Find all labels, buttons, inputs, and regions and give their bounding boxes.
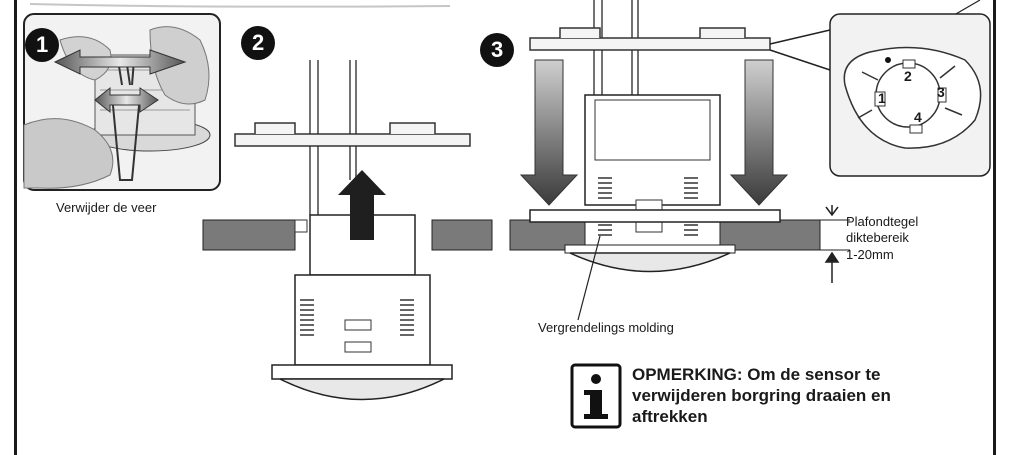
step2-badge (241, 26, 275, 60)
info-icon (570, 363, 622, 429)
ring-position-2: 2 (904, 68, 912, 84)
frame-right-border (993, 0, 996, 455)
step1-caption: Verwijder de veer (56, 200, 157, 215)
ceiling-tile-label-2: diktebereik (846, 230, 909, 245)
ring-position-3: 3 (937, 84, 945, 100)
ceiling-tile-label-1: Plafondtegel (846, 214, 919, 229)
ring-position-4: 4 (914, 109, 922, 125)
ring-detail-panel (829, 13, 991, 177)
step1-number: 1 (36, 32, 49, 57)
step1-photo (23, 13, 221, 191)
frame-left-border (14, 0, 17, 455)
removal-note: OPMERKING: Om de sensor te verwijderen b… (632, 365, 891, 426)
step3-badge (480, 33, 514, 67)
step3-illustration (509, 0, 981, 321)
step1-badge (25, 28, 59, 62)
step3-number: 3 (491, 37, 504, 62)
step2-number: 2 (252, 30, 265, 55)
locking-molding-label: Vergrendelings molding (538, 320, 674, 335)
ceiling-tile-range: 1-20mm (846, 247, 894, 262)
step2-illustration (202, 60, 493, 401)
ring-position-1: 1 (878, 90, 886, 106)
